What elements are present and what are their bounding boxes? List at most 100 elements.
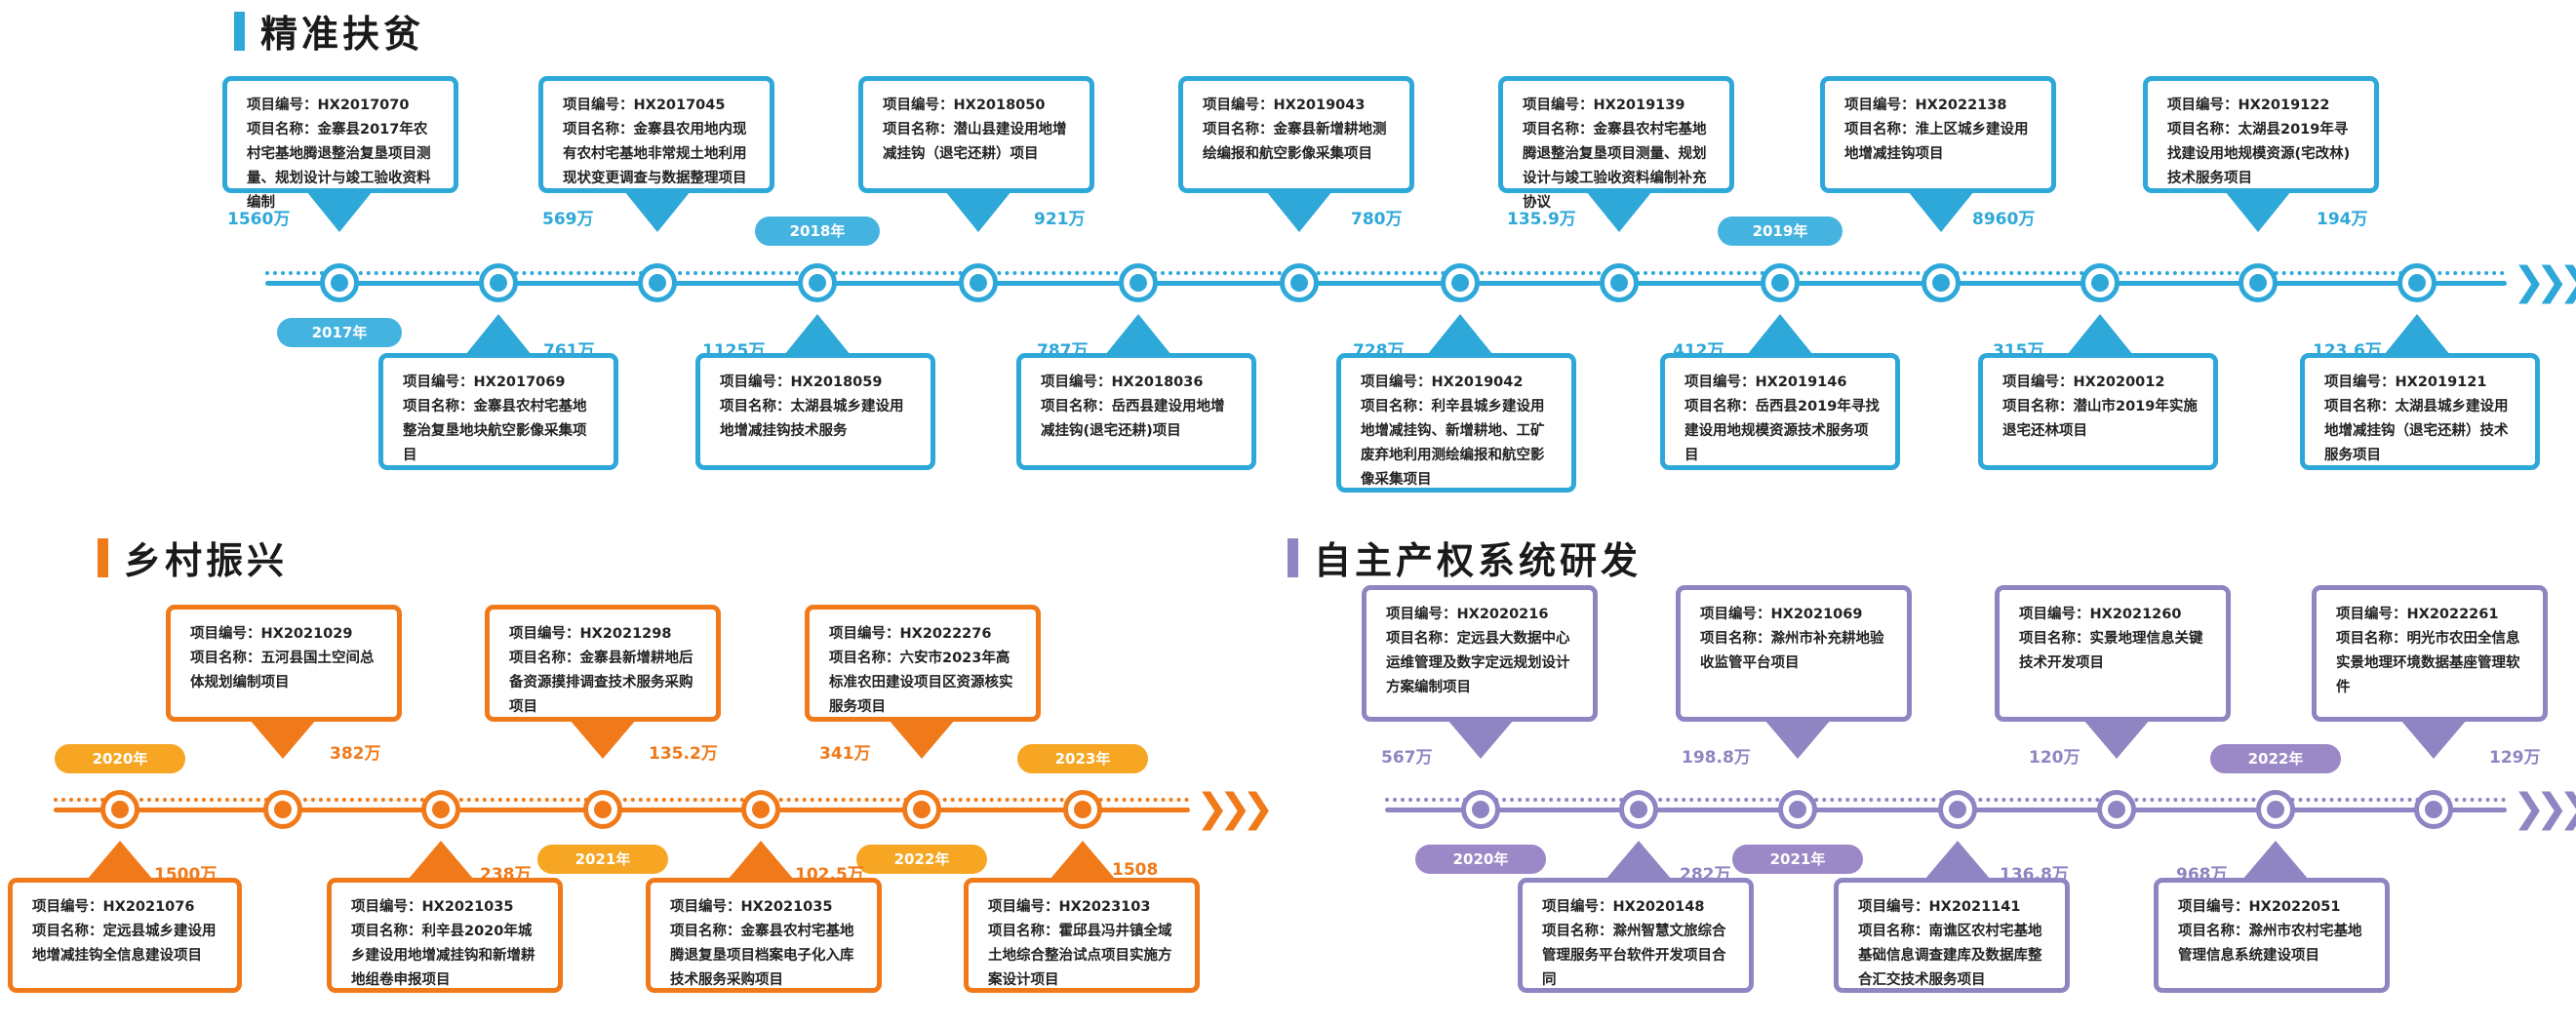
precision-amount-label: 135.9万: [1507, 210, 1576, 229]
rural-pointer: [408, 841, 474, 880]
project-name-label: 项目名称：: [1858, 924, 1929, 939]
project-code-row: 项目编号：HX2020148: [1542, 895, 1735, 920]
rural-amount-label: 341万: [819, 744, 871, 764]
project-code-label: 项目编号：: [32, 899, 103, 915]
system-year-badge: 2022年: [2210, 744, 2341, 773]
project-code-value: HX2022138: [1915, 98, 2007, 113]
title-accent-bar: [98, 537, 108, 577]
project-code-label: 项目编号：: [2324, 375, 2396, 390]
precision-pointer: [306, 191, 373, 232]
project-name-label: 项目名称：: [2002, 399, 2074, 414]
project-name-value: 霍邱县冯井镇全域土地综合整治试点项目实施方案设计项目: [988, 924, 1172, 988]
project-name-label: 项目名称：: [32, 924, 103, 939]
project-code-value: HX2020012: [2073, 375, 2165, 390]
section-title-precision: 精准扶贫: [234, 4, 424, 58]
system-amount-label: 120万: [2029, 748, 2081, 768]
project-name-row: 项目名称：太湖县城乡建设用地增减挂钩（退宅还耕）技术服务项目: [2324, 395, 2521, 468]
project-name-row: 项目名称：金寨县农村宅基地腾退复垦项目档案电子化入库技术服务采购项目: [670, 920, 863, 993]
project-name-label: 项目名称：: [1542, 924, 1613, 939]
project-code-label: 项目编号：: [670, 899, 741, 915]
project-name-label: 项目名称：: [2336, 631, 2407, 647]
node-center-dot: [1129, 274, 1147, 292]
project-name-value: 金寨县农村宅基地腾退整治复垦项目测量、规划设计与竣工验收资料编制补充协议: [1523, 122, 1707, 211]
project-name-row: 项目名称：岳西县2019年寻找建设用地规模资源技术服务项目: [1684, 395, 1882, 468]
project-code-value: HX2022276: [899, 626, 992, 642]
project-name-label: 项目名称：: [190, 651, 261, 666]
rural-pointer: [250, 720, 316, 759]
project-name-label: 项目名称：: [1700, 631, 1771, 647]
project-code-row: 项目编号：HX2021141: [1858, 895, 2051, 920]
precision-amount-label: 8960万: [1972, 210, 2036, 229]
precision-amount-label: 569万: [542, 210, 594, 229]
precision-node-icon: [959, 263, 998, 302]
project-code-label: 项目编号：: [1844, 98, 1916, 113]
project-name-row: 项目名称：太湖县2019年寻找建设用地规模资源(宅改林)技术服务项目: [2167, 118, 2360, 191]
project-code-value: HX2022051: [2248, 899, 2341, 915]
project-name-row: 项目名称：金寨县农用地内现有农村宅基地非常规土地利用现状变更调查与数据整理项目: [563, 118, 756, 191]
precision-node-icon: [798, 263, 837, 302]
project-name-label: 项目名称：: [2167, 122, 2239, 138]
precision-node-icon: [1922, 263, 1961, 302]
project-code-row: 项目编号：HX2021029: [190, 622, 383, 647]
project-code-value: HX2019139: [1593, 98, 1685, 113]
project-name-value: 金寨县新增耕地测绘编报和航空影像采集项目: [1203, 122, 1387, 162]
rural-pointer: [87, 841, 153, 880]
project-code-label: 项目编号：: [563, 98, 634, 113]
system-pointer: [2083, 720, 2150, 759]
project-name-label: 项目名称：: [2019, 631, 2090, 647]
project-code-row: 项目编号：HX2017045: [563, 94, 756, 118]
rural-year-badge: 2022年: [856, 845, 987, 874]
project-code-label: 项目编号：: [1386, 607, 1457, 622]
project-name-row: 项目名称：利辛县2020年城乡建设用地增减挂钩和新增耕地组卷申报项目: [351, 920, 544, 993]
project-code-value: HX2021076: [102, 899, 195, 915]
project-code-value: HX2019122: [2238, 98, 2330, 113]
project-code-row: 项目编号：HX2018050: [883, 94, 1076, 118]
section-title-text: 自主产权系统研发: [1314, 539, 1643, 582]
project-code-value: HX2021141: [1928, 899, 2021, 915]
project-name-row: 项目名称：滁州市补充耕地验收监管平台项目: [1700, 627, 1893, 676]
precision-pointer: [784, 314, 851, 355]
project-code-label: 项目编号：: [1684, 375, 1756, 390]
project-code-label: 项目编号：: [2178, 899, 2249, 915]
project-code-label: 项目编号：: [829, 626, 900, 642]
precision-node-icon: [1600, 263, 1639, 302]
rural-amount-label: 1500万: [154, 865, 218, 885]
project-code-label: 项目编号：: [1523, 98, 1594, 113]
project-name-label: 项目名称：: [509, 651, 580, 666]
precision-amount-label: 123.6万: [2313, 341, 2382, 361]
system-pointer: [1447, 720, 1514, 759]
project-code-value: HX2021260: [2089, 607, 2182, 622]
system-node-icon: [2414, 790, 2453, 829]
precision-pointer: [1586, 191, 1652, 232]
node-center-dot: [2425, 801, 2442, 818]
node-center-dot: [2408, 274, 2426, 292]
